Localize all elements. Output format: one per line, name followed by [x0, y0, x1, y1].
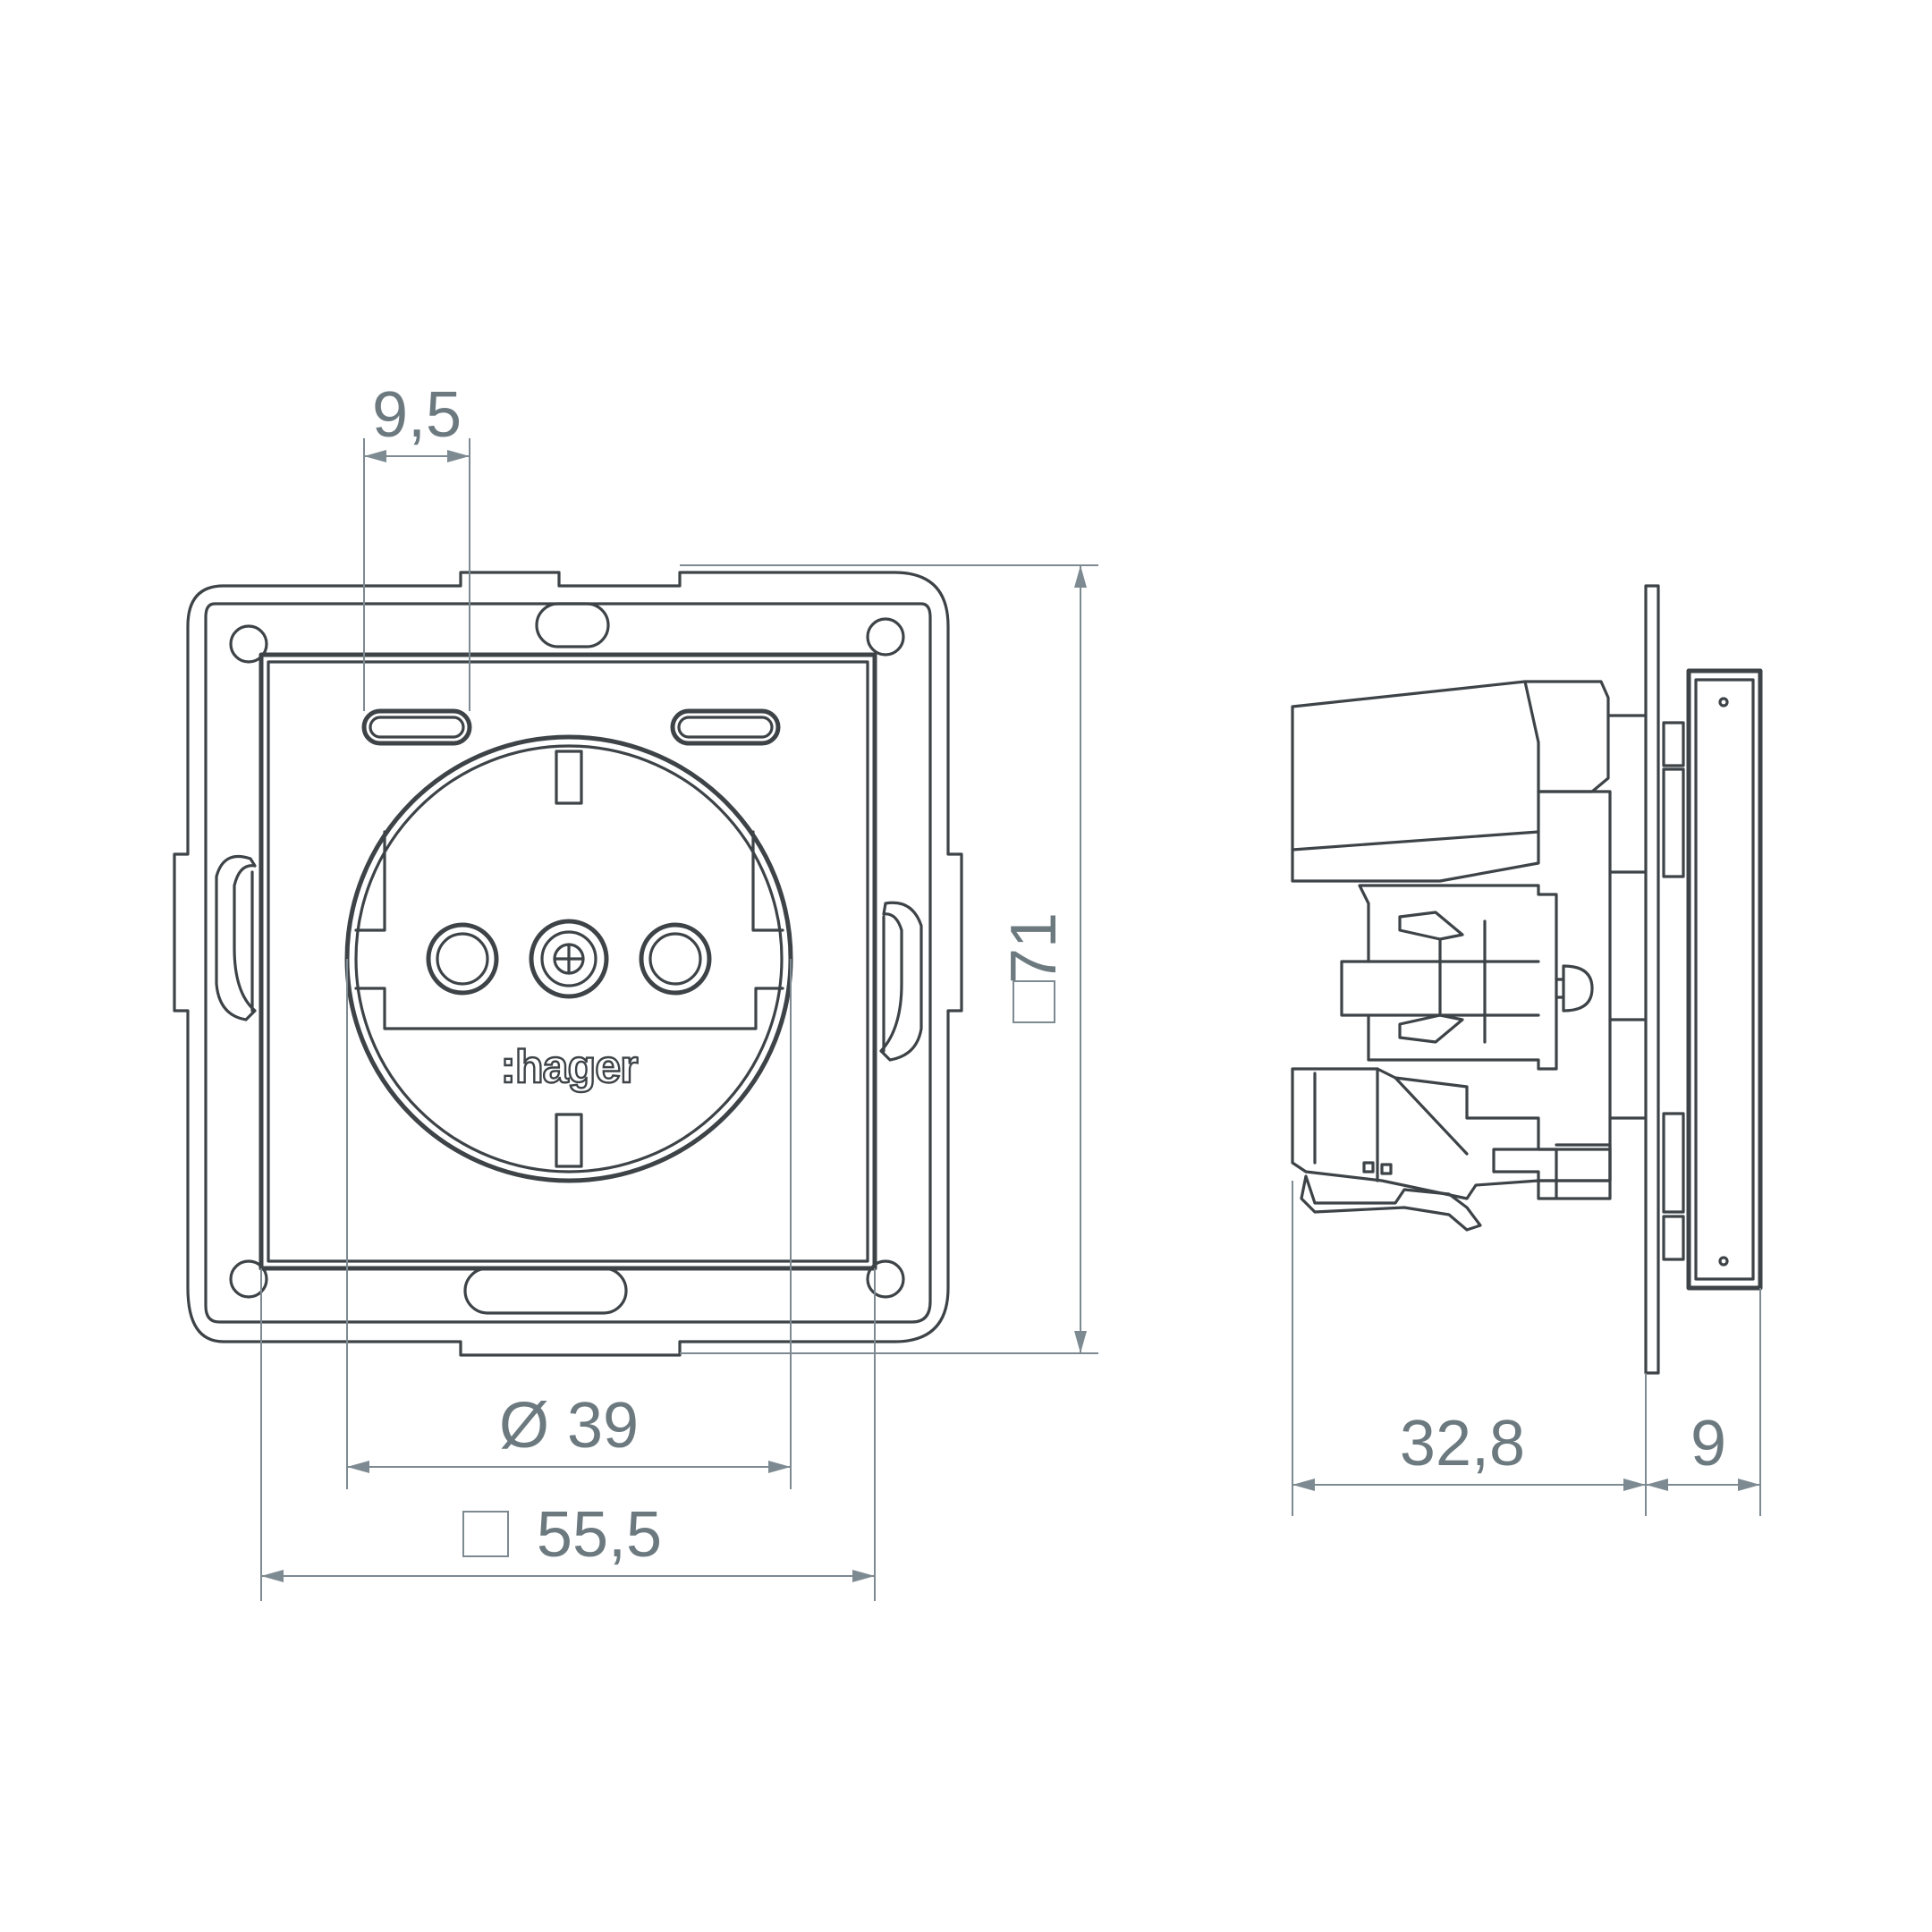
side-claw-lower	[1398, 1013, 1464, 1044]
mounting-frame	[173, 571, 963, 1357]
side-housing-line-1	[1291, 830, 1540, 852]
side-terminal-clip	[1300, 1174, 1482, 1232]
brand-logo: :hager	[501, 1041, 639, 1093]
center-screw	[529, 919, 609, 999]
usb-c-port-left	[361, 708, 472, 746]
mounting-frame-inner	[204, 602, 932, 1324]
dim-frame-square-icon	[1013, 980, 1055, 1023]
earthing-clip-top	[555, 750, 583, 805]
usb-c-port-right-inner	[677, 716, 774, 739]
side-housing-line-2	[1523, 680, 1540, 793]
front-view: :hager	[173, 571, 963, 1357]
side-body-middle-2	[1608, 714, 1648, 1120]
screw-hole-bottom-right	[866, 1259, 905, 1299]
dim-depth-arrow-left	[1292, 1479, 1315, 1491]
dim-usb-label: 9,5	[372, 379, 462, 451]
slot-hole-bottom	[463, 1267, 628, 1315]
side-cover-plate-inner	[1694, 678, 1755, 1281]
usb-c-port-left-inner	[369, 716, 465, 739]
side-connector-bottom	[1662, 1215, 1685, 1261]
claw-right	[879, 901, 923, 1062]
side-view	[1291, 584, 1763, 1375]
side-claw-upper	[1398, 911, 1464, 941]
pin-hole-right	[639, 922, 712, 996]
dim-socket-label: Ø 39	[499, 1390, 639, 1462]
pin-hole-right-inner	[648, 932, 702, 986]
slot-hole-top	[535, 602, 610, 648]
dim-cover-label: 9	[1690, 1408, 1726, 1479]
dim-usb-arrow-left	[364, 450, 386, 462]
side-connector-mid-bottom	[1662, 1112, 1685, 1214]
dim-insert-arrow-left	[261, 1570, 284, 1582]
dim-insert-arrow-right	[852, 1570, 875, 1582]
side-housing-lower	[1291, 1067, 1612, 1200]
dim-frame-arrow-top	[1074, 565, 1087, 588]
pin-hole-left-inner	[436, 932, 489, 986]
screw-hole-top-right	[866, 617, 905, 657]
side-screw-head	[1562, 964, 1594, 1013]
center-screw-ring	[540, 930, 597, 987]
socket-guide-left	[354, 830, 386, 932]
side-cover-plate	[1686, 668, 1763, 1291]
side-mounting-plate	[1644, 584, 1660, 1375]
side-connector-mid-top	[1662, 767, 1685, 878]
side-body-middle	[1537, 790, 1612, 1182]
socket-guide-left-lower	[354, 987, 784, 1030]
screw-hole-bottom-left	[229, 1259, 268, 1299]
side-terminal-block	[1492, 1143, 1612, 1200]
center-screw-slot	[553, 943, 585, 975]
side-housing-lower-lines	[1313, 1067, 1469, 1182]
pin-hole-left	[426, 922, 499, 996]
usb-c-port-right	[670, 708, 781, 746]
dim-socket-arrow-right	[768, 1461, 791, 1473]
side-housing-upper	[1291, 680, 1610, 883]
side-claw-frame	[1340, 884, 1558, 1071]
dimensions: 9,5 71 Ø 39 55,5 32,8	[260, 379, 1761, 1601]
side-connector-top	[1662, 721, 1685, 767]
dim-cover-arrow-right	[1738, 1479, 1760, 1491]
dim-frame-label: 71	[998, 912, 1070, 984]
cover-plate	[258, 652, 877, 1271]
side-cover-marker-top	[1718, 697, 1729, 708]
dim-frame-arrow-bottom	[1074, 1331, 1087, 1353]
earthing-clip-bottom	[555, 1113, 583, 1168]
socket-recess-inner	[354, 744, 784, 1174]
socket-guide-right	[751, 830, 784, 932]
dim-insert-label: 55,5	[537, 1499, 662, 1571]
dim-socket-arrow-left	[347, 1461, 369, 1473]
cover-plate-inner	[267, 660, 869, 1263]
dim-depth-arrow-right	[1623, 1479, 1646, 1491]
side-claw-lines	[1367, 919, 1540, 1044]
side-terminal-pins	[1362, 1161, 1393, 1175]
side-cover-marker-bottom	[1718, 1256, 1729, 1267]
screw-hole-top-left	[229, 624, 268, 664]
side-screw-shaft	[1555, 978, 1565, 999]
claw-left	[215, 854, 257, 1021]
dim-cover-arrow-left	[1646, 1479, 1668, 1491]
dim-usb-arrow-right	[447, 450, 470, 462]
dim-depth-label: 32,8	[1400, 1408, 1525, 1479]
dim-insert-square-icon	[462, 1511, 509, 1557]
